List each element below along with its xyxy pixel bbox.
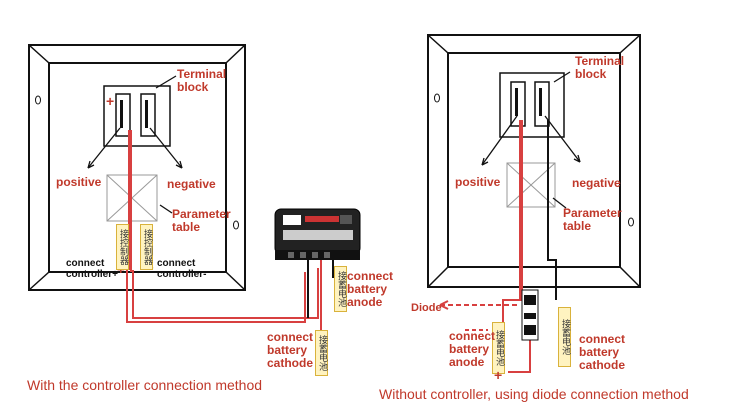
right-negative-label: negative xyxy=(572,176,621,190)
left-terminal-block xyxy=(103,85,171,147)
left-solar-panel xyxy=(28,44,246,291)
right-solar-panel xyxy=(427,34,641,288)
left-parameter-label: Parameter table xyxy=(172,207,231,234)
tag-controller-2: 接控制器 xyxy=(140,224,153,270)
right-connect-battery-cathode-label: connect battery cathode xyxy=(579,332,626,372)
right-arrows xyxy=(481,71,581,209)
right-terminal-block xyxy=(499,72,565,138)
tag-battery-right-2: 接蓄电池 xyxy=(558,307,571,367)
left-caption: With the controller connection method xyxy=(27,377,263,393)
left-wires xyxy=(126,130,334,340)
left-arrows xyxy=(87,75,183,214)
right-plus-sign: + xyxy=(494,367,503,383)
right-caption: Without controller, using diode connecti… xyxy=(379,386,689,402)
right-parameter-label: Parameter table xyxy=(563,206,622,233)
diode xyxy=(521,289,539,341)
right-positive-label: positive xyxy=(455,175,501,189)
connect-controller-minus-label: connect controller- xyxy=(157,258,207,280)
left-plus-sign: + xyxy=(106,93,115,109)
tag-battery-left-2: 接蓄电池 xyxy=(315,330,328,376)
charge-controller xyxy=(274,208,361,260)
left-connect-battery-cathode-label: connect battery cathode xyxy=(267,330,314,370)
left-negative-label: negative xyxy=(167,177,216,191)
connect-controller-plus-label: connect controller+ xyxy=(66,258,118,280)
tag-battery-left-1: 接蓄电池 xyxy=(334,266,347,312)
right-terminal-label: Terminal block xyxy=(575,54,625,81)
left-connect-battery-anode-label: connect battery anode xyxy=(347,269,394,309)
right-connect-battery-anode-label: connect battery anode xyxy=(449,329,496,369)
left-terminal-label: Terminal block xyxy=(177,67,227,94)
tag-battery-right-1: 接蓄电池 xyxy=(492,322,505,374)
diode-label: Diode xyxy=(411,302,442,314)
tag-controller-1: 接控制器 xyxy=(116,224,129,270)
left-positive-label: positive xyxy=(56,175,102,189)
